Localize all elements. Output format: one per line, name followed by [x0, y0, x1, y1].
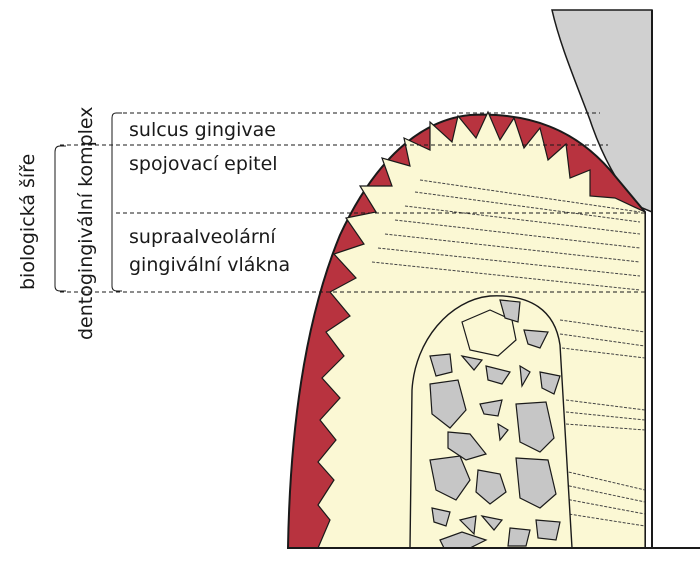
gingival-fibers — [371, 179, 646, 527]
label-sulcus-gingivae: sulcus gingivae — [129, 119, 276, 141]
bone-trabeculae — [429, 299, 561, 549]
komplex-bracket — [111, 112, 122, 292]
label-supraalveolarni: supraalveolární — [129, 226, 276, 248]
label-dentogingivalni-komplex: dentogingivální komplex — [75, 106, 97, 340]
tooth-root — [652, 10, 700, 550]
sire-bracket — [54, 145, 66, 292]
label-gingivalni-vlakna: gingivální vlákna — [129, 254, 290, 276]
label-spojovaci-epitel: spojovací epitel — [129, 153, 278, 175]
label-biologicka-sire: biologická šíře — [17, 154, 39, 290]
reference-lines — [60, 112, 645, 293]
